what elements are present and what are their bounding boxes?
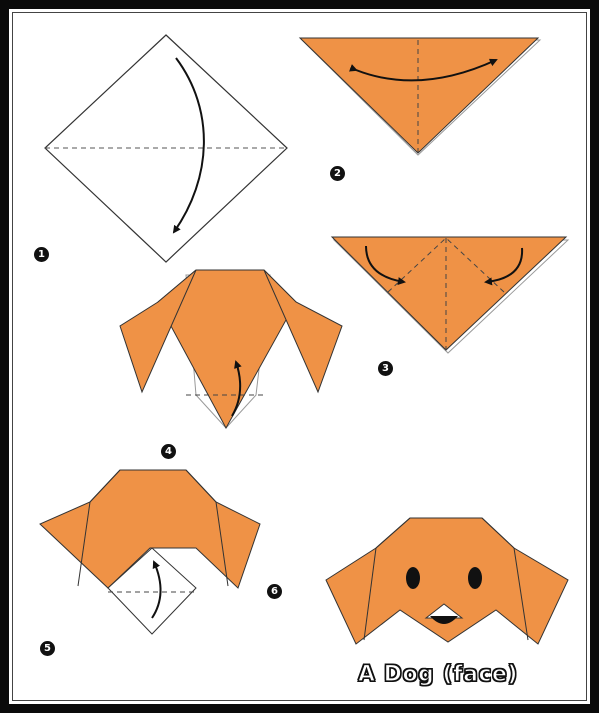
step-2-diagram [300,38,540,155]
step-number-3: 3 [378,361,393,376]
step-number-2: 2 [330,166,345,181]
step-number-4: 4 [161,444,176,459]
left-eye [406,567,420,589]
diagram-caption: A Dog (face) [358,662,518,687]
step-number-5: 5 [40,641,55,656]
step-5-diagram [40,470,260,634]
step-number-6: 6 [267,584,282,599]
step-3-diagram [332,237,568,353]
step-number-1: 1 [34,247,49,262]
step-4-diagram [120,270,342,428]
right-eye [468,567,482,589]
finished-dog-face [326,518,568,644]
step-1-diagram [45,35,287,262]
